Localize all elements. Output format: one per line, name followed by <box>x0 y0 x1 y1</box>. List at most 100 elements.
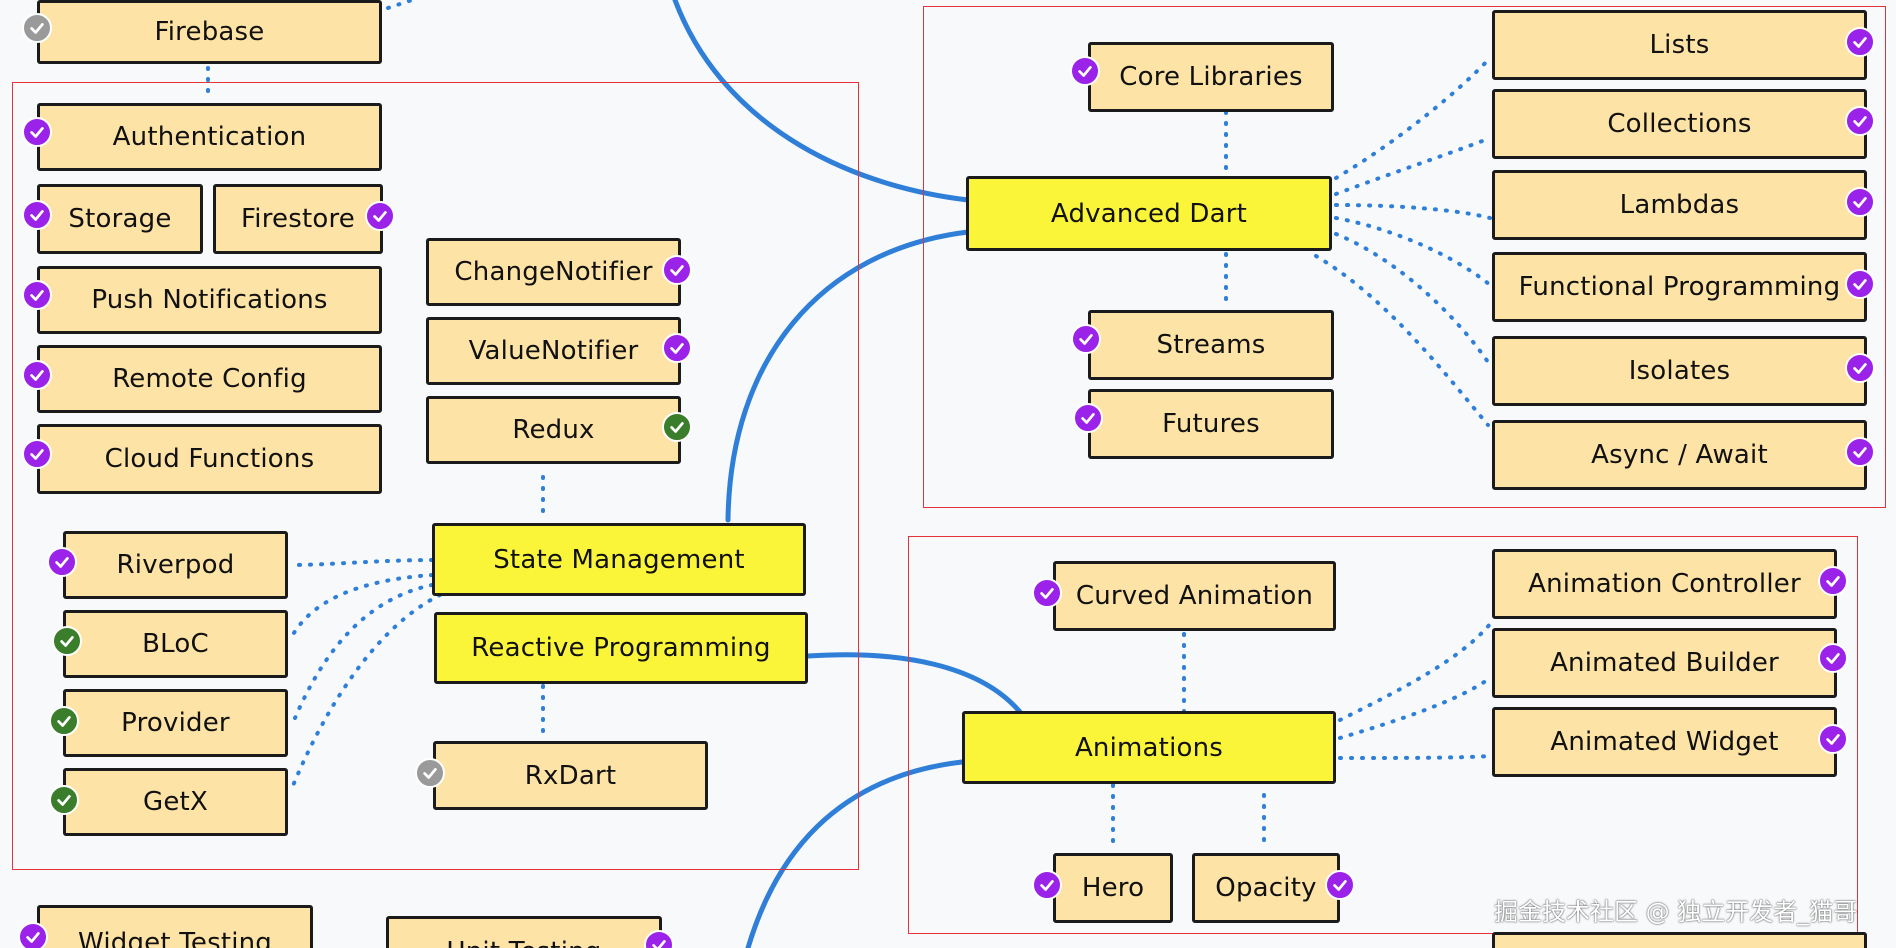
watermark: 掘金技术社区 @ 独立开发者_猫哥 <box>1494 898 1858 926</box>
node-animations[interactable]: Animations <box>962 711 1336 784</box>
status-check-green-icon <box>49 785 79 815</box>
node-async-await[interactable]: Async / Await <box>1492 420 1867 490</box>
node-label: Futures <box>1162 409 1260 439</box>
node-curved-animation[interactable]: Curved Animation <box>1053 561 1336 631</box>
connector-animations-controller <box>1338 622 1492 722</box>
status-check-purple-icon <box>1071 324 1101 354</box>
status-check-purple-icon <box>1032 578 1062 608</box>
node-label: Curved Animation <box>1075 581 1314 611</box>
node-firebase[interactable]: Firebase <box>37 0 382 64</box>
node-label: Animated Builder <box>1550 648 1779 678</box>
status-check-purple-icon <box>18 922 48 948</box>
node-label: Provider <box>121 708 230 738</box>
node-core-libraries[interactable]: Core Libraries <box>1088 42 1334 112</box>
connector-bottom-to-animations <box>745 759 965 948</box>
node-advanced-dart[interactable]: Advanced Dart <box>966 176 1332 251</box>
node-label: Streams <box>1156 330 1266 360</box>
status-check-purple-icon <box>1032 870 1062 900</box>
node-label: Hero <box>1081 873 1145 903</box>
node-label: Riverpod <box>116 550 235 580</box>
node-label: Animation Controller <box>1528 569 1801 599</box>
node-label: Remote Config <box>112 364 307 394</box>
node-cloud-functions[interactable]: Cloud Functions <box>37 424 382 494</box>
group-frame-firebase-state <box>12 82 859 870</box>
status-check-gray-icon <box>415 758 445 788</box>
node-label: Async / Await <box>1591 440 1768 470</box>
node-redux[interactable]: Redux <box>426 396 681 464</box>
node-storage[interactable]: Storage <box>37 184 203 254</box>
connector-advdart-lists <box>1334 56 1492 180</box>
node-label: Core Libraries <box>1119 62 1303 92</box>
status-check-purple-icon <box>22 360 52 390</box>
node-collections[interactable]: Collections <box>1492 89 1867 159</box>
status-check-purple-icon <box>22 439 52 469</box>
status-check-purple-icon <box>1845 27 1875 57</box>
node-provider[interactable]: Provider <box>63 689 288 757</box>
node-animated-widget[interactable]: Animated Widget <box>1492 707 1837 777</box>
connector-top-to-advanced-dart <box>672 0 971 203</box>
node-partial-bottom-right <box>1492 932 1867 948</box>
node-label: BLoC <box>142 629 209 659</box>
node-label: Lambdas <box>1619 190 1740 220</box>
status-check-purple-icon <box>1818 566 1848 596</box>
status-check-purple-icon <box>662 333 692 363</box>
node-label: Collections <box>1607 109 1752 139</box>
node-hero[interactable]: Hero <box>1053 853 1173 923</box>
connector-state-bloc <box>288 573 434 642</box>
node-change-notifier[interactable]: ChangeNotifier <box>426 238 681 306</box>
node-lambdas[interactable]: Lambdas <box>1492 170 1867 240</box>
node-unit-testing[interactable]: Unit Testing <box>386 916 662 948</box>
node-label: Authentication <box>112 122 307 152</box>
node-label: Firestore <box>241 204 355 234</box>
node-firestore[interactable]: Firestore <box>213 184 383 254</box>
node-authentication[interactable]: Authentication <box>37 103 382 171</box>
status-check-green-icon <box>49 706 79 736</box>
node-opacity[interactable]: Opacity <box>1192 853 1340 923</box>
status-check-green-icon <box>52 626 82 656</box>
node-widget-testing[interactable]: Widget Testing <box>37 905 313 948</box>
status-check-purple-icon <box>662 255 692 285</box>
connector-animations-builder <box>1338 676 1492 740</box>
node-push-notifications[interactable]: Push Notifications <box>37 266 382 334</box>
node-animated-builder[interactable]: Animated Builder <box>1492 628 1837 698</box>
node-functional-programming[interactable]: Functional Programming <box>1492 252 1867 322</box>
node-label: Reactive Programming <box>471 633 771 663</box>
status-check-purple-icon <box>644 930 674 948</box>
node-label: ChangeNotifier <box>454 257 653 287</box>
node-isolates[interactable]: Isolates <box>1492 336 1867 406</box>
node-remote-config[interactable]: Remote Config <box>37 345 382 413</box>
status-check-purple-icon <box>1845 437 1875 467</box>
status-check-purple-icon <box>1073 403 1103 433</box>
node-bloc[interactable]: BLoC <box>63 610 288 678</box>
connector-advdart-collections <box>1334 136 1492 196</box>
node-rxdart[interactable]: RxDart <box>433 741 708 810</box>
node-reactive-programming[interactable]: Reactive Programming <box>434 612 808 684</box>
node-animation-controller[interactable]: Animation Controller <box>1492 549 1837 619</box>
group-frame-advanced-dart <box>923 6 1886 508</box>
status-check-purple-icon <box>1845 106 1875 136</box>
status-check-purple-icon <box>22 117 52 147</box>
connector-state-riverpod <box>288 558 434 567</box>
node-state-management[interactable]: State Management <box>432 523 806 596</box>
node-riverpod[interactable]: Riverpod <box>63 531 288 599</box>
node-futures[interactable]: Futures <box>1088 389 1334 459</box>
node-label: Animated Widget <box>1550 727 1779 757</box>
node-getx[interactable]: GetX <box>63 768 288 836</box>
status-check-purple-icon <box>1325 870 1355 900</box>
status-check-purple-icon <box>22 280 52 310</box>
node-label: Widget Testing <box>77 928 273 948</box>
node-label: State Management <box>493 544 745 575</box>
node-label: Cloud Functions <box>104 444 315 474</box>
node-label: Functional Programming <box>1518 272 1841 302</box>
connector-firebase-offscreen <box>386 0 414 10</box>
status-check-purple-icon <box>1845 353 1875 383</box>
node-streams[interactable]: Streams <box>1088 310 1334 380</box>
node-lists[interactable]: Lists <box>1492 10 1867 80</box>
connector-reactive-to-animations <box>805 652 1023 715</box>
connector-state-to-advanced-dart <box>725 229 971 523</box>
status-check-purple-icon <box>1818 643 1848 673</box>
node-value-notifier[interactable]: ValueNotifier <box>426 317 681 385</box>
node-label: Unit Testing <box>447 937 602 948</box>
